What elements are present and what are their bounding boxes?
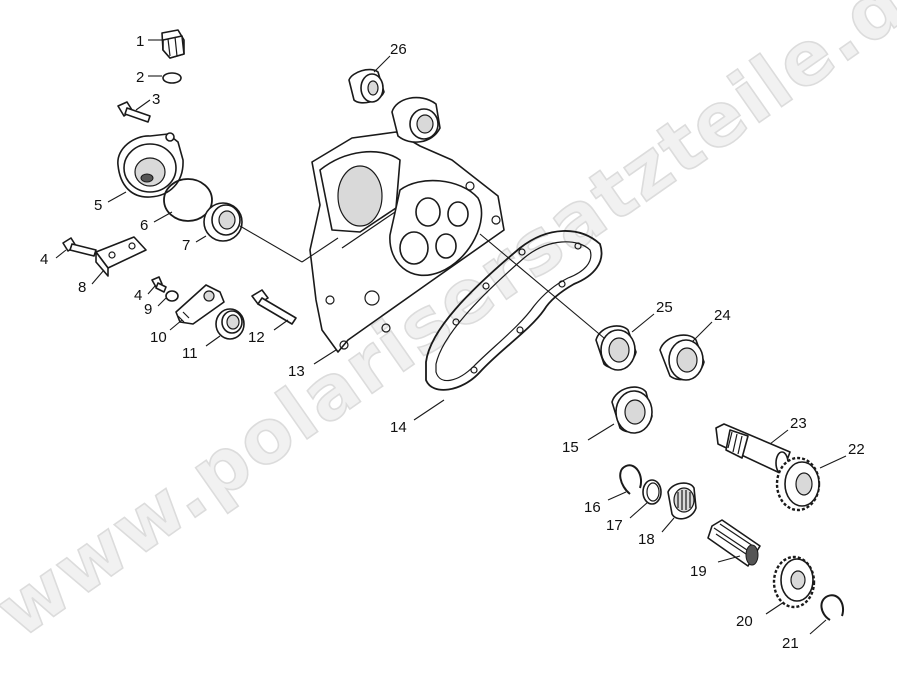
watermark-text: www.polarisersatzteile.de: [0, 0, 897, 656]
callout-13: 13: [288, 363, 305, 380]
callout-24: 24: [714, 307, 731, 324]
callout-20: 20: [736, 613, 753, 630]
part-2-o-ring: [162, 72, 182, 84]
callout-25: 25: [656, 299, 673, 316]
part-6-o-ring: [163, 178, 213, 222]
callout-26: 26: [390, 41, 407, 58]
callout-22: 22: [848, 441, 865, 458]
part-22-gear: [775, 456, 821, 512]
callout-17: 17: [606, 517, 623, 534]
callout-9: 9: [144, 301, 152, 318]
part-15-bearing: [611, 386, 653, 434]
callout-21: 21: [782, 635, 799, 652]
callout-15: 15: [562, 439, 579, 456]
callout-1: 1: [136, 33, 144, 50]
callout-4-lower: 4: [134, 287, 142, 304]
part-4-bolt-lower: [151, 276, 167, 293]
callout-3: 3: [152, 91, 160, 108]
callout-6: 6: [140, 217, 148, 234]
part-7-seal: [203, 202, 243, 242]
part-1-plug: [161, 29, 185, 59]
callout-18: 18: [638, 531, 655, 548]
part-10-cam-plate: [175, 284, 225, 325]
part-16-circlip: [619, 464, 642, 495]
part-9-washer: [165, 290, 179, 302]
callout-23: 23: [790, 415, 807, 432]
part-19-splined-shaft: [707, 519, 761, 567]
part-17-ring: [642, 479, 662, 505]
callout-16: 16: [584, 499, 601, 516]
callout-labels: 1 2 3 4 4 5 6 7 8 9 10 11 12 13 14 15 16…: [40, 33, 865, 652]
part-12-long-bolt: [251, 289, 297, 325]
leader-lines: [55, 39, 847, 635]
callout-10: 10: [150, 329, 167, 346]
callout-5: 5: [94, 197, 102, 214]
callout-11: 11: [182, 345, 198, 362]
part-26-bushing: [348, 68, 385, 104]
part-4-bolt-upper: [62, 237, 97, 257]
part-18-needle-bearing: [667, 482, 697, 520]
callout-14: 14: [390, 419, 407, 436]
callout-8: 8: [78, 279, 86, 296]
part-13-housing: [309, 96, 505, 353]
part-21-circlip: [820, 594, 844, 621]
part-5-pump-cover: [117, 132, 184, 198]
callout-4-upper: 4: [40, 251, 48, 268]
part-24-bearing: [659, 334, 705, 381]
callout-19: 19: [690, 563, 707, 580]
callout-12: 12: [248, 329, 265, 346]
part-11-seal: [215, 308, 245, 340]
callout-2: 2: [136, 69, 144, 86]
part-14-gasket: [425, 230, 603, 391]
part-23-shaft: [715, 423, 791, 475]
part-8-bracket: [95, 236, 147, 277]
part-20-gear: [772, 555, 816, 609]
callout-7: 7: [182, 237, 190, 254]
part-3-bolt: [117, 101, 151, 123]
part-25-bearing: [595, 325, 637, 371]
